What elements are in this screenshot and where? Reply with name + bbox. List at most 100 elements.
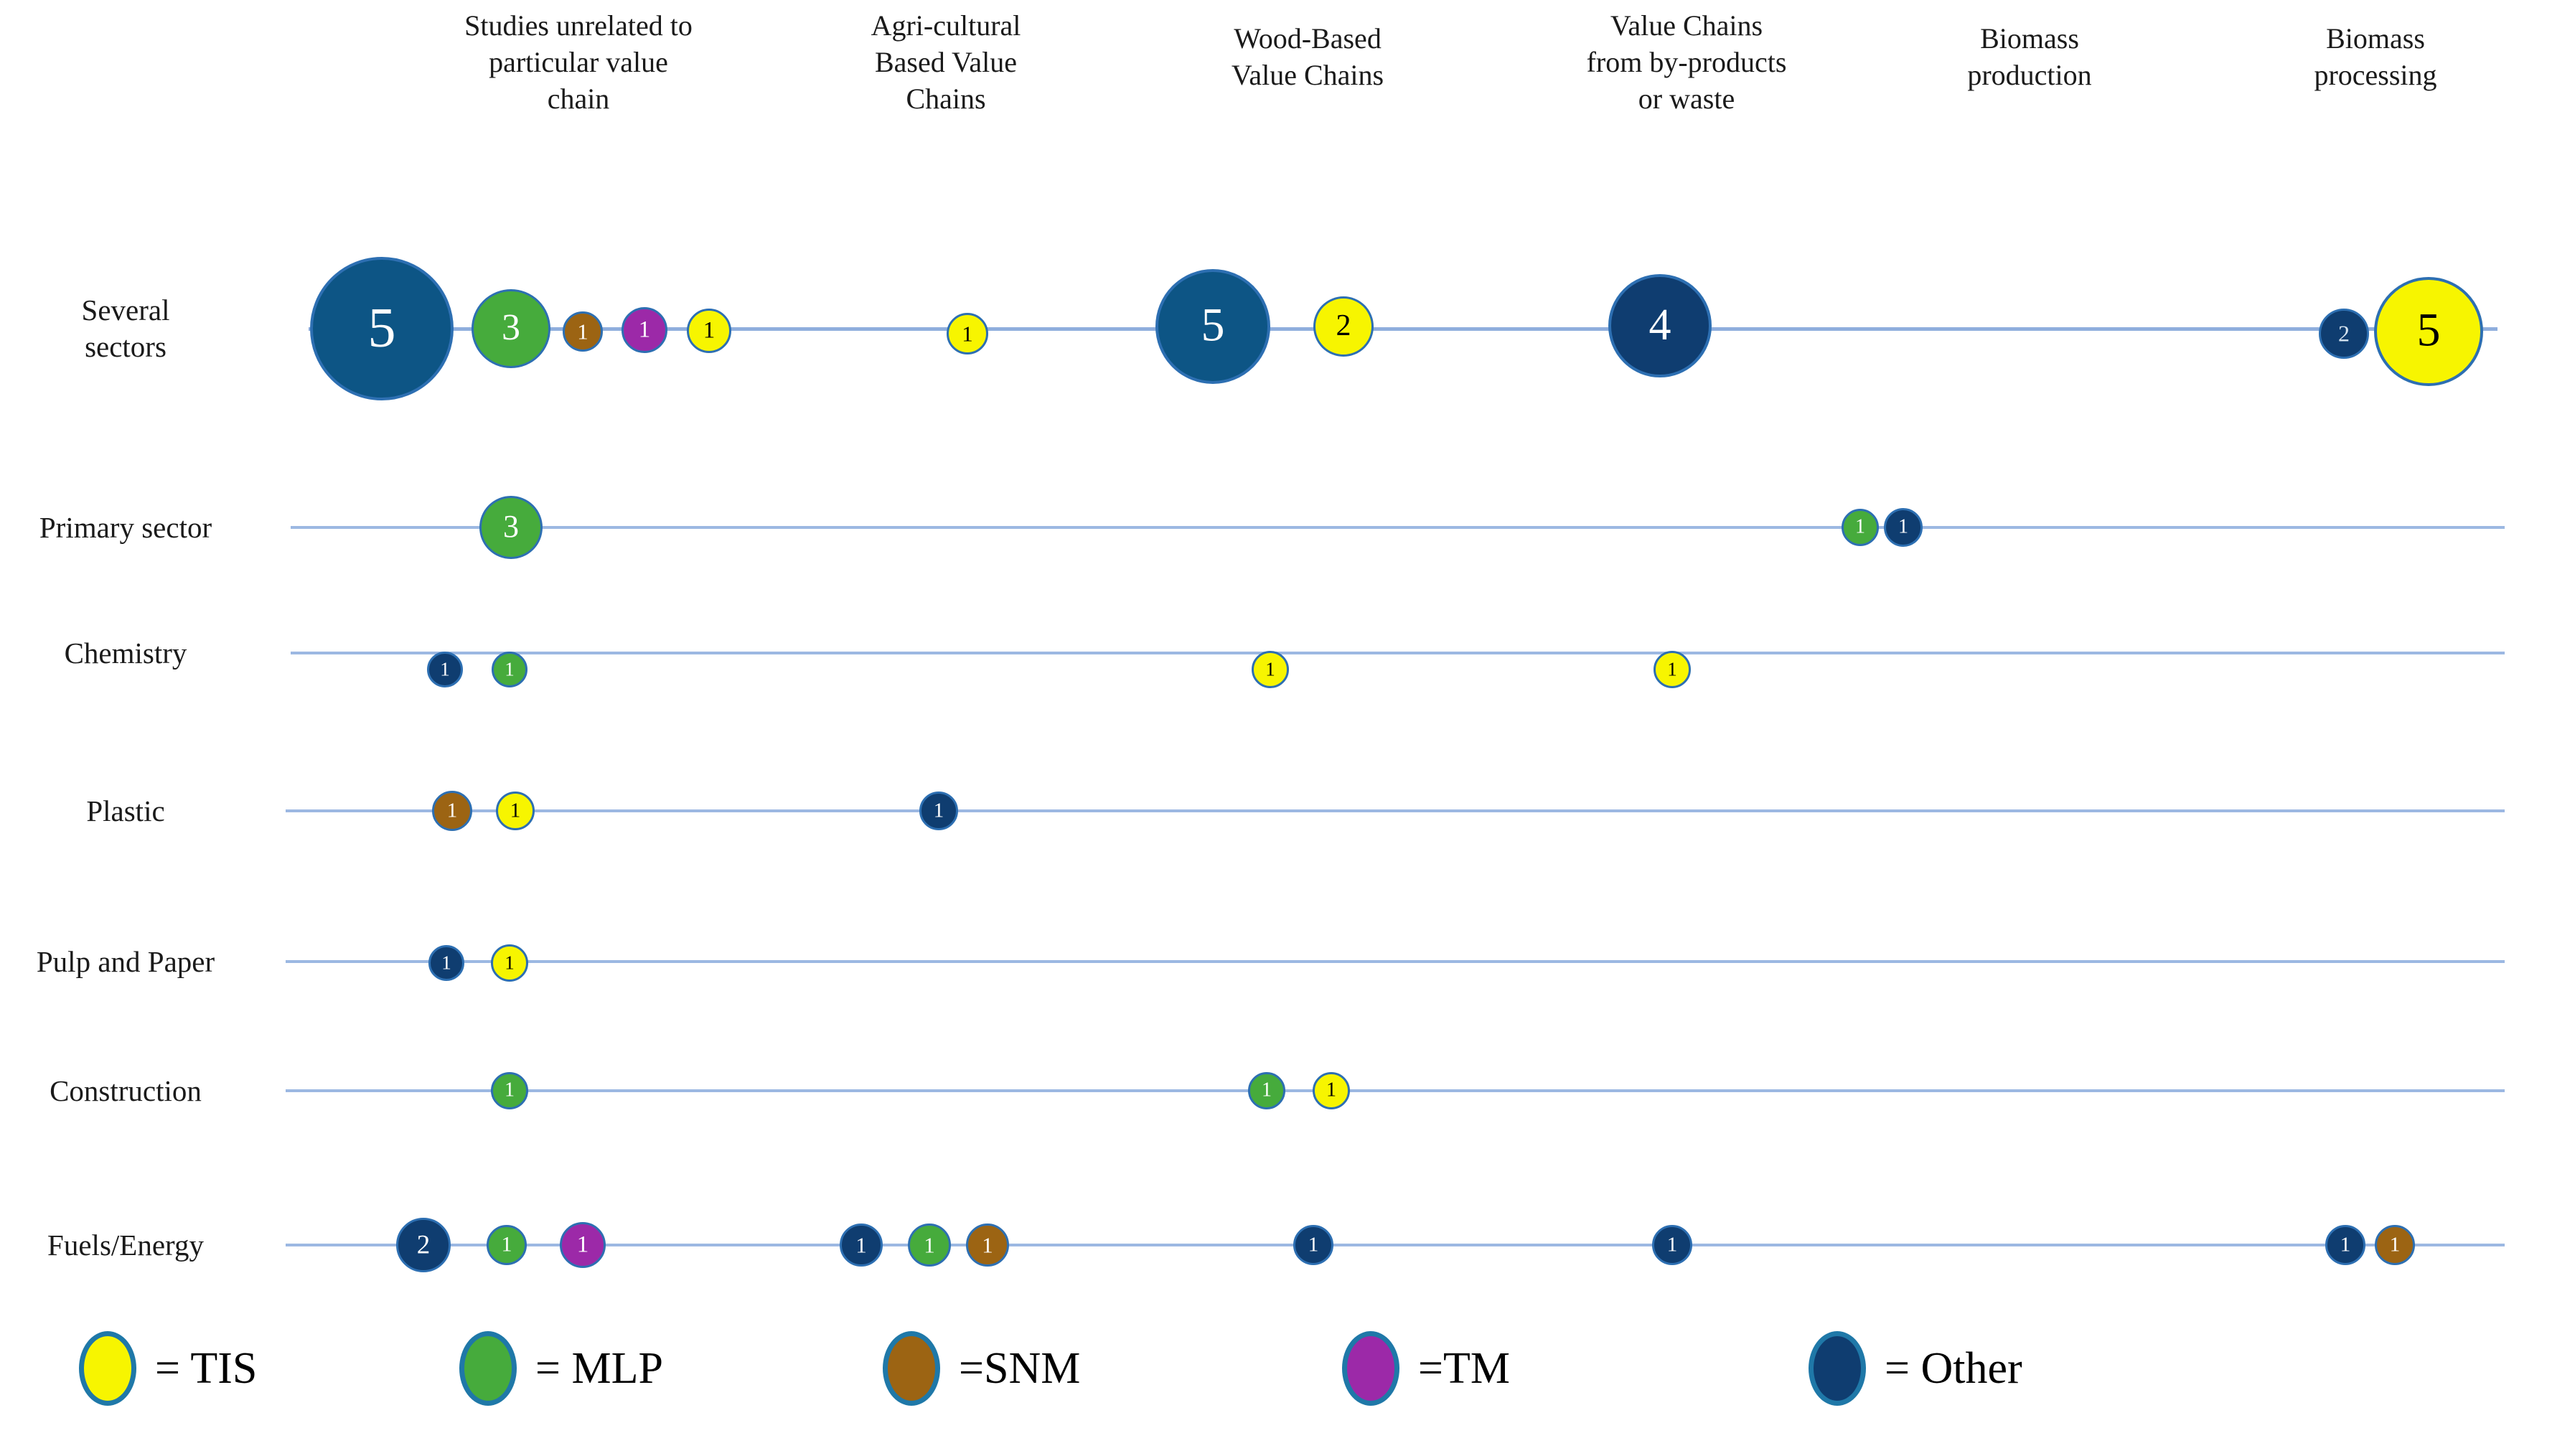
bubble-value: 4 xyxy=(1648,300,1671,349)
row-axis-line xyxy=(286,1089,2505,1092)
row-label: Pulp and Paper xyxy=(36,944,215,978)
bubble-datapoint: 1 xyxy=(622,307,667,353)
bubble-datapoint: 2 xyxy=(2319,309,2369,359)
legend-item: =SNM xyxy=(883,1331,1080,1406)
row-axis-line xyxy=(286,809,2505,812)
row-axis-line xyxy=(309,327,2497,331)
bubble-datapoint: 1 xyxy=(1293,1225,1333,1265)
legend-swatch-snm xyxy=(883,1331,940,1406)
bubble-value: 1 xyxy=(576,1231,589,1257)
bubble-datapoint: 1 xyxy=(560,1222,606,1268)
legend-item: = MLP xyxy=(459,1331,663,1406)
legend-label: =TM xyxy=(1418,1343,1510,1393)
row-label: Plastic xyxy=(86,794,165,827)
bubble-value: 1 xyxy=(501,1232,512,1257)
bubble-value: 1 xyxy=(1326,1079,1336,1102)
bubble-value: 1 xyxy=(1855,515,1865,538)
bubble-value: 1 xyxy=(638,316,651,342)
bubble-datapoint: 5 xyxy=(1155,269,1270,384)
column-header: Agri-cultural Based Value Chains xyxy=(871,9,1021,116)
bubble-datapoint: 2 xyxy=(1313,296,1374,357)
bubble-value: 1 xyxy=(1262,1079,1272,1102)
bubble-value: 1 xyxy=(703,316,716,343)
bubble-value: 1 xyxy=(510,798,521,822)
bubble-datapoint: 1 xyxy=(563,311,603,352)
column-header: Biomass production xyxy=(1967,22,2092,92)
bubble-value: 1 xyxy=(1898,515,1908,538)
bubble-datapoint: 1 xyxy=(1248,1072,1285,1109)
bubble-value: 1 xyxy=(933,798,944,822)
legend-swatch-mlp xyxy=(459,1331,517,1406)
bubble-datapoint: 3 xyxy=(472,289,550,368)
bubble-value: 1 xyxy=(855,1231,867,1257)
bubble-value: 2 xyxy=(2338,320,2350,347)
bubble-datapoint: 3 xyxy=(479,496,543,559)
bubble-datapoint: 1 xyxy=(840,1223,883,1267)
bubble-value: 1 xyxy=(505,951,515,973)
bubble-value: 2 xyxy=(416,1229,431,1259)
row-label: Primary sector xyxy=(39,510,212,544)
bubble-datapoint: 1 xyxy=(491,1072,528,1109)
bubble-value: 5 xyxy=(1201,299,1225,352)
bubble-datapoint: 1 xyxy=(1252,651,1289,688)
bubble-value: 3 xyxy=(502,306,520,348)
row-label: Construction xyxy=(50,1074,202,1107)
bubble-value: 1 xyxy=(505,1079,515,1102)
row-axis-line xyxy=(286,960,2505,963)
legend-item: = TIS xyxy=(79,1331,257,1406)
bubble-datapoint: 1 xyxy=(687,309,731,353)
legend-label: =SNM xyxy=(959,1343,1081,1393)
bubble-datapoint: 1 xyxy=(1842,509,1879,546)
bubble-datapoint: 1 xyxy=(492,652,527,687)
row-axis-line xyxy=(291,526,2505,529)
bubble-value: 1 xyxy=(440,657,450,680)
legend-label: = MLP xyxy=(535,1343,663,1393)
bubble-datapoint: 1 xyxy=(2325,1225,2365,1265)
bubble-datapoint: 1 xyxy=(496,792,535,830)
bubble-value: 1 xyxy=(1667,657,1677,680)
row-label: Fuels/Energy xyxy=(47,1228,204,1262)
bubble-datapoint: 1 xyxy=(491,944,528,982)
bubble-value: 1 xyxy=(1265,657,1275,680)
column-header: Wood-Based Value Chains xyxy=(1231,22,1384,92)
bubble-datapoint: 1 xyxy=(947,313,988,354)
legend-swatch-tis xyxy=(79,1331,136,1406)
bubble-datapoint: 5 xyxy=(2374,277,2483,386)
row-label: Several sectors xyxy=(81,293,170,363)
bubble-datapoint: 1 xyxy=(487,1225,527,1265)
bubble-value: 1 xyxy=(505,657,515,680)
column-header: Value Chains from by-products or waste xyxy=(1586,9,1787,116)
bubble-datapoint: 1 xyxy=(2375,1225,2415,1265)
bubble-datapoint: 1 xyxy=(1313,1072,1350,1109)
bubble-datapoint: 1 xyxy=(908,1223,951,1267)
column-header: Studies unrelated to particular value ch… xyxy=(464,9,693,116)
legend-swatch-tm xyxy=(1342,1331,1399,1406)
row-axis-line xyxy=(286,1244,2505,1246)
bubble-datapoint: 1 xyxy=(919,792,958,830)
bubble-datapoint: 1 xyxy=(966,1223,1009,1267)
bubble-value: 1 xyxy=(962,320,973,346)
bubble-datapoint: 1 xyxy=(1884,508,1923,547)
bubble-value: 5 xyxy=(2416,304,2441,357)
legend-item: =TM xyxy=(1342,1331,1510,1406)
bubble-value: 1 xyxy=(446,798,458,822)
bubble-value: 1 xyxy=(577,318,588,344)
row-axis-line xyxy=(291,652,2505,654)
chart-legend: = TIS = MLP =SNM =TM = Other xyxy=(0,1324,2575,1453)
bubble-value: 1 xyxy=(1666,1232,1678,1256)
bubble-value: 5 xyxy=(367,296,396,359)
bubble-datapoint: 1 xyxy=(428,945,464,981)
legend-swatch-other xyxy=(1809,1331,1866,1406)
bubble-value: 1 xyxy=(441,951,451,973)
bubble-value: 1 xyxy=(982,1231,993,1257)
bubble-datapoint: 1 xyxy=(1652,1225,1692,1265)
bubble-datapoint: 1 xyxy=(427,652,463,687)
legend-label: = TIS xyxy=(155,1343,258,1393)
bubble-datapoint: 4 xyxy=(1608,274,1712,377)
bubble-datapoint: 2 xyxy=(396,1218,451,1272)
bubble-datapoint: 5 xyxy=(310,257,454,400)
bubble-value: 3 xyxy=(503,509,519,545)
bubble-value: 1 xyxy=(2389,1232,2401,1256)
legend-item: = Other xyxy=(1809,1331,2022,1406)
